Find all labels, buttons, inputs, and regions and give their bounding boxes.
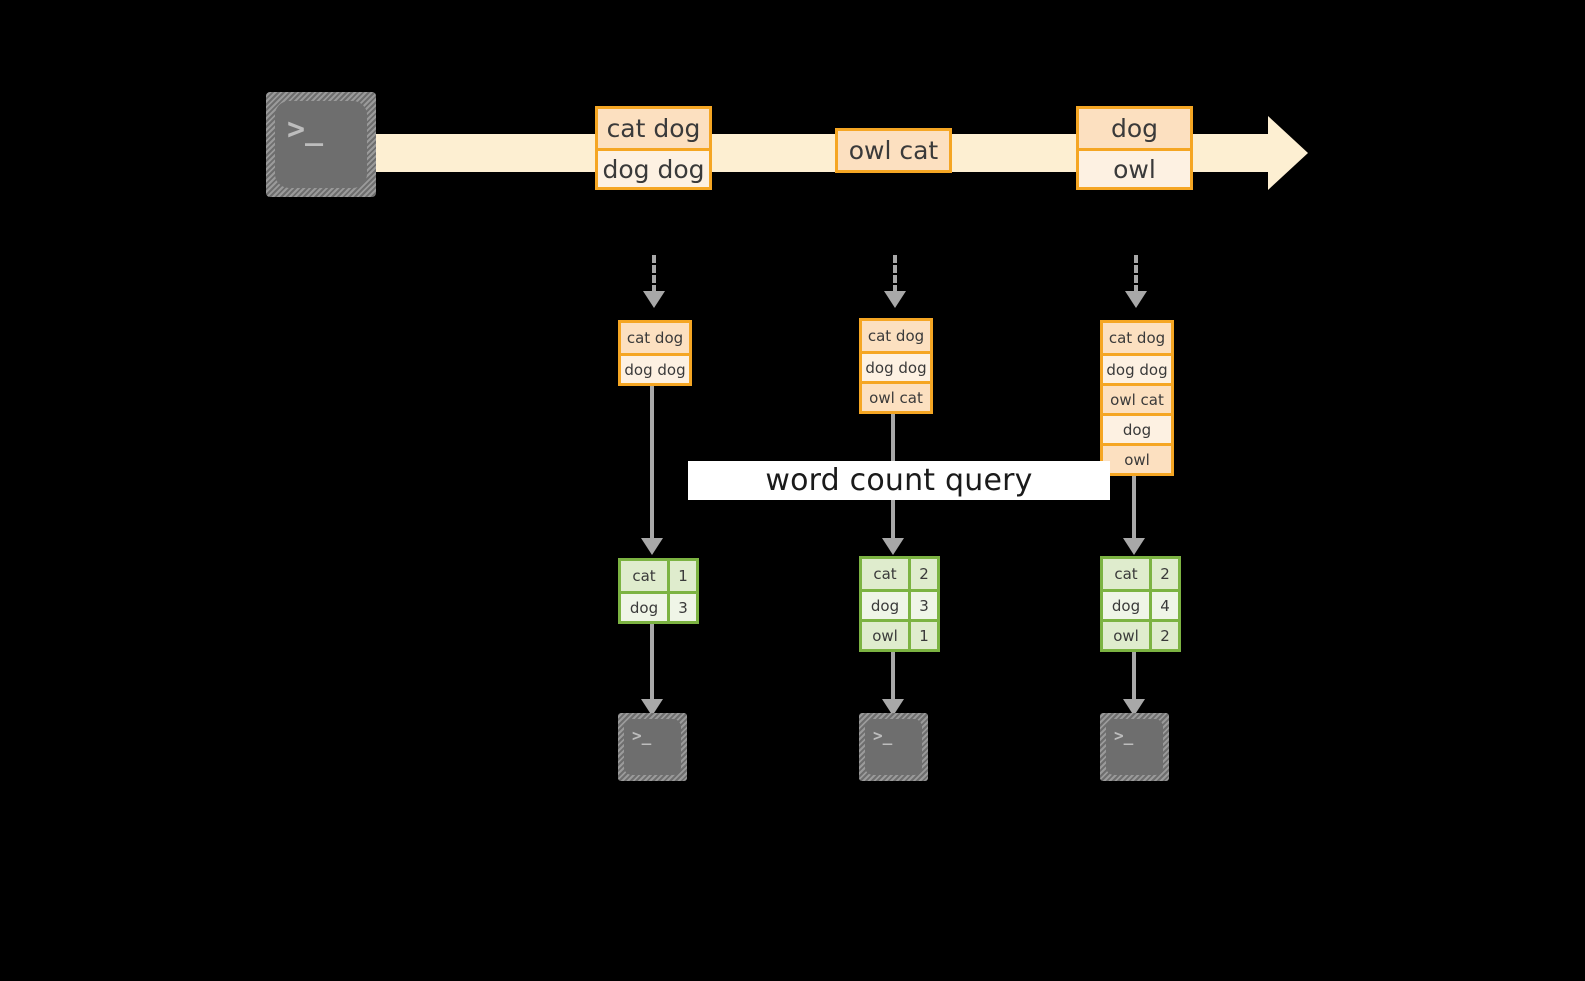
dashed-connector-3-head bbox=[1125, 291, 1147, 308]
result-table-3-row-1-count: 2 bbox=[1149, 559, 1178, 589]
terminal-screen: >_ bbox=[865, 719, 922, 775]
input-table-3-row-3: owl cat bbox=[1103, 383, 1171, 413]
input-table-3-row-1: cat dog bbox=[1103, 323, 1171, 353]
terminal-prompt-glyph: >_ bbox=[1114, 726, 1134, 745]
terminal-screen: >_ bbox=[1106, 719, 1163, 775]
result-table-2-row-2-word: dog bbox=[862, 592, 908, 619]
result-table-1-row-2: dog 3 bbox=[621, 591, 696, 621]
result-table-3-row-3-count: 2 bbox=[1149, 622, 1178, 649]
input-table-2-row-2: dog dog bbox=[862, 351, 930, 381]
sink-connector-1 bbox=[650, 621, 654, 704]
dashed-connector-2-head bbox=[884, 291, 906, 308]
terminal-prompt-glyph: >_ bbox=[632, 726, 652, 745]
result-table-1-row-1-count: 1 bbox=[667, 561, 696, 591]
sink-connector-3-head bbox=[1123, 699, 1145, 716]
result-table-3-row-1: cat 2 bbox=[1103, 559, 1178, 589]
result-table-2: cat 2 dog 3 owl 1 bbox=[859, 556, 940, 652]
result-table-2-row-3: owl 1 bbox=[862, 619, 937, 649]
result-table-3-row-3: owl 2 bbox=[1103, 619, 1178, 649]
sink-terminal-1-icon[interactable]: >_ bbox=[618, 713, 687, 781]
input-table-2-row-3: owl cat bbox=[862, 381, 930, 411]
dashed-connector-3 bbox=[1134, 255, 1138, 293]
solid-connector-2-head bbox=[882, 538, 904, 555]
sink-terminal-2-icon[interactable]: >_ bbox=[859, 713, 928, 781]
dashed-connector-1-head bbox=[643, 291, 665, 308]
query-label-text: word count query bbox=[765, 463, 1033, 498]
result-table-2-row-2-count: 3 bbox=[908, 592, 937, 619]
terminal-screen: >_ bbox=[275, 101, 367, 188]
solid-connector-3 bbox=[1132, 473, 1136, 543]
terminal-screen: >_ bbox=[624, 719, 681, 775]
stream-batch-1: cat dog dog dog bbox=[595, 106, 712, 190]
input-table-1-row-1: cat dog bbox=[621, 323, 689, 353]
result-table-3-row-1-word: cat bbox=[1103, 559, 1149, 589]
result-table-3-row-3-word: owl bbox=[1103, 622, 1149, 649]
result-table-3-row-2-count: 4 bbox=[1149, 592, 1178, 619]
query-label-band: word count query bbox=[688, 461, 1110, 500]
input-table-3-row-4: dog bbox=[1103, 413, 1171, 443]
result-table-1-row-2-count: 3 bbox=[667, 594, 696, 621]
dashed-connector-1 bbox=[652, 255, 656, 293]
result-table-1-row-1: cat 1 bbox=[621, 561, 696, 591]
result-table-1: cat 1 dog 3 bbox=[618, 558, 699, 624]
sink-connector-3 bbox=[1132, 651, 1136, 704]
solid-connector-1-head bbox=[641, 538, 663, 555]
solid-connector-3-head bbox=[1123, 538, 1145, 555]
result-table-2-row-1-count: 2 bbox=[908, 559, 937, 589]
terminal-prompt-glyph: >_ bbox=[287, 112, 324, 147]
dashed-connector-2 bbox=[893, 255, 897, 293]
terminal-prompt-glyph: >_ bbox=[873, 726, 893, 745]
stream-batch-3-line-2: owl bbox=[1079, 148, 1190, 187]
result-table-1-row-2-word: dog bbox=[621, 594, 667, 621]
solid-connector-1 bbox=[650, 383, 654, 543]
stream-batch-3: dog owl bbox=[1076, 106, 1193, 190]
result-table-1-row-1-word: cat bbox=[621, 561, 667, 591]
result-table-2-row-3-count: 1 bbox=[908, 622, 937, 649]
source-terminal-icon[interactable]: >_ bbox=[266, 92, 376, 197]
input-table-3-row-2: dog dog bbox=[1103, 353, 1171, 383]
input-table-1-row-2: dog dog bbox=[621, 353, 689, 383]
stream-batch-3-line-1: dog bbox=[1079, 109, 1190, 148]
stream-batch-2: owl cat bbox=[835, 128, 952, 173]
result-table-3-row-2-word: dog bbox=[1103, 592, 1149, 619]
result-table-2-row-2: dog 3 bbox=[862, 589, 937, 619]
stream-batch-1-line-2: dog dog bbox=[598, 148, 709, 187]
stream-arrow-head bbox=[1268, 116, 1308, 190]
input-table-3-row-5: owl bbox=[1103, 443, 1171, 473]
sink-terminal-3-icon[interactable]: >_ bbox=[1100, 713, 1169, 781]
sink-connector-2 bbox=[891, 651, 895, 704]
input-table-3: cat dog dog dog owl cat dog owl bbox=[1100, 320, 1174, 476]
result-table-3: cat 2 dog 4 owl 2 bbox=[1100, 556, 1181, 652]
result-table-3-row-2: dog 4 bbox=[1103, 589, 1178, 619]
stream-batch-2-line-1: owl cat bbox=[838, 131, 949, 170]
sink-connector-1-head bbox=[641, 699, 663, 716]
result-table-2-row-3-word: owl bbox=[862, 622, 908, 649]
sink-connector-2-head bbox=[882, 699, 904, 716]
input-table-2-row-1: cat dog bbox=[862, 321, 930, 351]
result-table-2-row-1: cat 2 bbox=[862, 559, 937, 589]
result-table-2-row-1-word: cat bbox=[862, 559, 908, 589]
input-table-2: cat dog dog dog owl cat bbox=[859, 318, 933, 414]
input-table-1: cat dog dog dog bbox=[618, 320, 692, 386]
stream-batch-1-line-1: cat dog bbox=[598, 109, 709, 148]
